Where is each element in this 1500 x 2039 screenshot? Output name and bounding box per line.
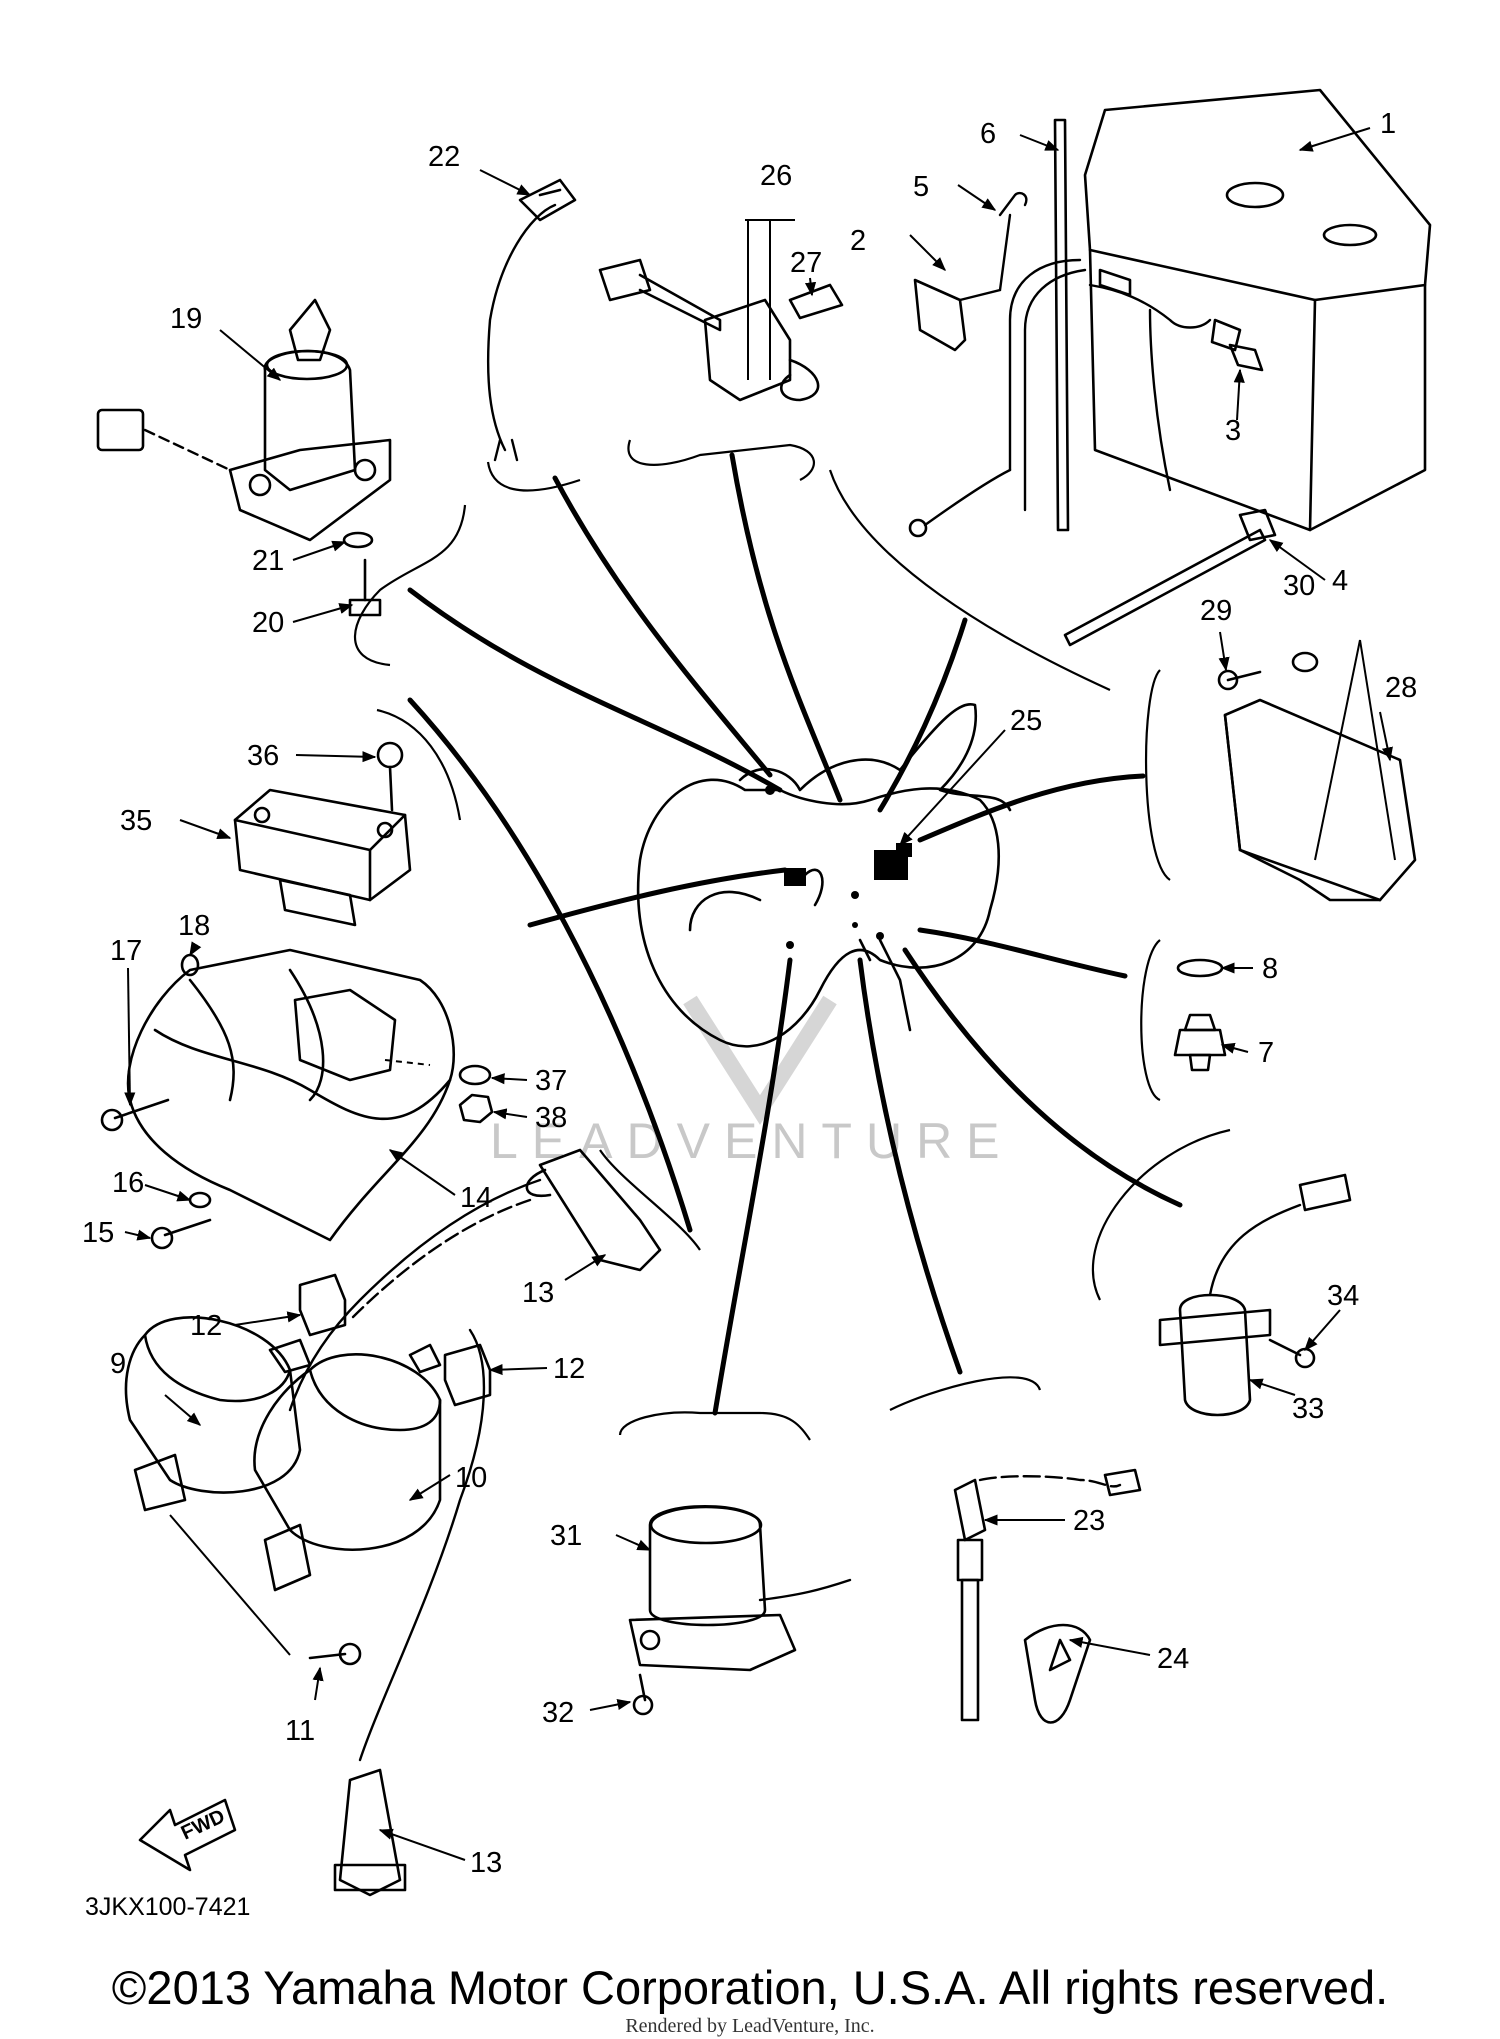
fuse-27 — [788, 283, 844, 320]
washer-30 — [1291, 651, 1319, 673]
callout-15: 15 — [82, 1217, 114, 1249]
washer-16 — [188, 1191, 212, 1209]
sensor-lead-22 — [486, 178, 577, 462]
callout-36: 36 — [247, 740, 279, 772]
callout-22: 22 — [428, 141, 460, 173]
callout-labels: 1 2 3 4 5 6 7 8 9 10 11 12 12 13 13 14 1… — [82, 108, 1417, 1879]
cover-12-right — [443, 1343, 492, 1407]
washer-8 — [1176, 958, 1224, 978]
ignition-coil-9 — [124, 1316, 312, 1512]
callout-28: 28 — [1385, 672, 1417, 704]
screw-11-path — [169, 1514, 291, 1656]
callout-32: 32 — [542, 1697, 574, 1729]
stop-switch-23 — [953, 1468, 1142, 1722]
callout-16: 16 — [112, 1167, 144, 1199]
callout-21: 21 — [252, 545, 284, 577]
callout-34: 34 — [1327, 1280, 1359, 1312]
cable-tie — [1063, 508, 1277, 647]
callout-7: 7 — [1258, 1037, 1274, 1069]
callout-11: 11 — [285, 1715, 315, 1747]
washer-37 — [458, 1064, 492, 1086]
callout-35: 35 — [120, 805, 152, 837]
fuse-holder-26 — [598, 258, 820, 402]
callout-3: 3 — [1225, 415, 1241, 447]
callout-33: 33 — [1292, 1393, 1324, 1425]
fwd-arrow: FWD — [138, 1798, 237, 1872]
callout-14: 14 — [460, 1182, 492, 1214]
callout-13-upper: 13 — [522, 1277, 554, 1309]
callout-25: 25 — [1010, 705, 1042, 737]
battery — [1083, 88, 1432, 532]
callout-29: 29 — [1200, 595, 1232, 627]
callout-4: 4 — [1332, 565, 1348, 597]
plug-cap-13-lower — [333, 1328, 486, 1897]
bracket-24 — [1023, 1623, 1092, 1724]
screw-36 — [376, 741, 404, 812]
group-brackets — [353, 439, 1231, 1441]
callout-12-right: 12 — [553, 1353, 585, 1385]
screw-15 — [150, 1218, 212, 1250]
motorcycle-frame — [636, 702, 1012, 1048]
neutral-switch-7 — [1173, 1013, 1227, 1072]
ignition-coil-10 — [253, 1343, 442, 1592]
diagram-code: 3JKX100-7421 — [85, 1893, 250, 1921]
callout-23: 23 — [1073, 1505, 1105, 1537]
callout-1: 1 — [1380, 108, 1396, 140]
screw-34 — [1268, 1338, 1316, 1369]
nut-38 — [458, 1093, 494, 1124]
callout-18: 18 — [178, 910, 210, 942]
callout-37: 37 — [535, 1065, 567, 1097]
callout-20: 20 — [252, 607, 284, 639]
callout-2: 2 — [850, 225, 866, 257]
callout-10: 10 — [455, 1462, 487, 1494]
callout-5: 5 — [913, 171, 929, 203]
callout-leaders — [124, 127, 1396, 1861]
callout-12-left: 12 — [190, 1310, 222, 1342]
callout-24: 24 — [1157, 1643, 1189, 1675]
washer-21 — [342, 531, 374, 549]
screw-29 — [1217, 669, 1262, 691]
screw-11 — [308, 1642, 362, 1666]
callout-6: 6 — [980, 118, 996, 150]
callout-31: 31 — [550, 1520, 582, 1552]
main-switch — [96, 298, 392, 542]
callout-17: 17 — [110, 935, 142, 967]
callout-26: 26 — [760, 160, 792, 192]
callout-13-lower: 13 — [470, 1847, 502, 1879]
callout-9: 9 — [110, 1348, 126, 1380]
callout-27: 27 — [790, 247, 822, 279]
battery-cables — [908, 118, 1242, 538]
cdi-unit-28 — [1223, 698, 1417, 902]
battery-bolt — [1228, 343, 1264, 372]
callout-30: 30 — [1283, 570, 1315, 602]
bolt-17 — [100, 1098, 170, 1132]
callout-19: 19 — [170, 303, 202, 335]
copyright-notice: ©2013 Yamaha Motor Corporation, U.S.A. A… — [111, 1961, 1389, 2014]
starter-relay-31 — [628, 1505, 852, 1672]
svg-text:LEADVENTURE: LEADVENTURE — [490, 1113, 1014, 1169]
callout-38: 38 — [535, 1102, 567, 1134]
watermark: LEADVENTURE — [490, 995, 1014, 1169]
connection-lines — [407, 452, 1183, 1416]
sensor-33 — [1158, 1173, 1352, 1417]
rendered-by-notice: Rendered by LeadVenture, Inc. — [625, 2015, 875, 2037]
screw-32 — [632, 1673, 654, 1716]
battery-box-14 — [126, 948, 456, 1242]
callout-8: 8 — [1262, 953, 1278, 985]
cover-12-left — [298, 1273, 347, 1337]
rectifier-regulator-35 — [233, 788, 412, 927]
washer-18 — [180, 953, 200, 977]
